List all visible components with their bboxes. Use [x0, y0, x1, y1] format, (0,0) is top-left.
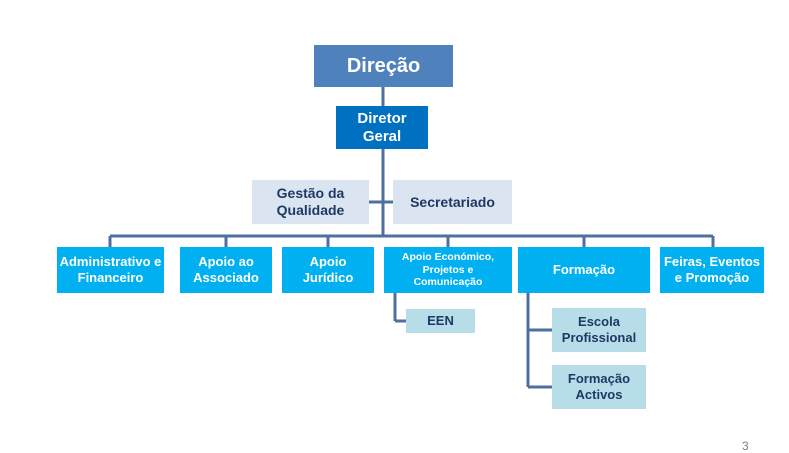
apoio-economico-line3: Comunicação — [413, 276, 483, 289]
escola-profissional-box: Escola Profissional — [552, 308, 646, 352]
apoio-associado-box: Apoio ao Associado — [180, 247, 272, 293]
apoio-juridico-line2: Jurídico — [302, 270, 354, 285]
administrativo-line2: Financeiro — [77, 270, 144, 285]
feiras-eventos-box: Feiras, Eventos e Promoção — [660, 247, 764, 293]
secretariado-label: Secretariado — [410, 193, 495, 210]
apoio-economico-box: Apoio Económico, Projetos e Comunicação — [384, 247, 512, 293]
apoio-associado-line2: Associado — [193, 270, 259, 285]
diretor-geral-line2: Geral — [362, 127, 402, 145]
gestao-qualidade-line1: Gestão da — [276, 185, 345, 202]
formacao-activos-box: Formação Activos — [552, 365, 646, 409]
direcao-label: Direção — [346, 55, 421, 77]
apoio-juridico-line1: Apoio — [309, 254, 347, 270]
een-label: EEN — [427, 313, 454, 329]
administrativo-line1: Administrativo e — [59, 254, 162, 270]
feiras-line2: e Promoção — [674, 270, 750, 285]
escola-line2: Profissional — [561, 330, 637, 345]
formacao-activos-line1: Formação — [567, 371, 631, 387]
administrativo-financeiro-box: Administrativo e Financeiro — [57, 247, 164, 293]
apoio-associado-line1: Apoio ao — [198, 254, 254, 270]
formacao-box: Formação — [518, 247, 650, 293]
gestao-qualidade-line2: Qualidade — [276, 202, 345, 218]
escola-line1: Escola — [578, 314, 620, 330]
formacao-activos-line2: Activos — [575, 387, 623, 402]
direcao-box: Direção — [314, 45, 453, 87]
apoio-economico-line1: Apoio Económico, — [401, 251, 495, 264]
apoio-juridico-box: Apoio Jurídico — [282, 247, 374, 293]
feiras-line1: Feiras, Eventos — [663, 254, 761, 270]
diretor-geral-line1: Diretor — [357, 109, 407, 127]
page-number: 3 — [742, 439, 749, 453]
gestao-qualidade-box: Gestão da Qualidade — [252, 180, 369, 224]
een-box: EEN — [406, 309, 475, 333]
diretor-geral-box: Diretor Geral — [336, 106, 428, 149]
formacao-label: Formação — [552, 262, 616, 278]
apoio-economico-line2: Projetos e — [422, 263, 474, 276]
secretariado-box: Secretariado — [393, 180, 512, 224]
